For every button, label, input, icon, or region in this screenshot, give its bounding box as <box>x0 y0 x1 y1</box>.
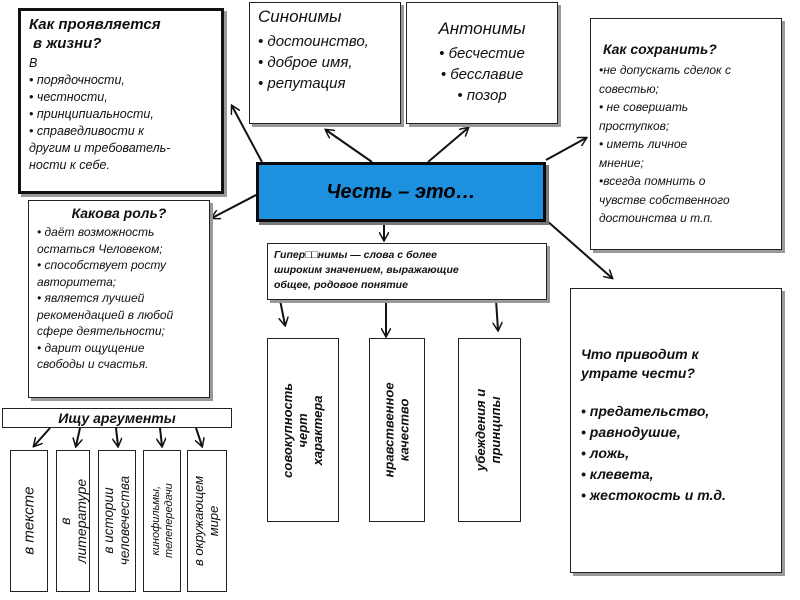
arrow-args-4 <box>160 427 162 446</box>
hyperonym-item: нравственное качество <box>369 338 425 522</box>
loss-item: • ложь, <box>581 445 630 461</box>
argument-source-cell: в тексте <box>10 450 48 592</box>
argument-source-cell: в литературе <box>56 450 90 592</box>
arrow-to-antonyms <box>427 128 468 163</box>
center-title: Честь – это… <box>326 180 476 203</box>
arrow-args-1 <box>34 427 51 446</box>
loss-item: • жестокость и т.д. <box>581 487 726 503</box>
role-title: Какова роль? <box>71 205 167 221</box>
arrow-args-5 <box>196 427 202 446</box>
loss-list: • предательство, • равнодушие, • ложь, •… <box>581 401 771 506</box>
arrow-hyper-1 <box>280 299 285 325</box>
synonym-item: • доброе имя, <box>258 54 353 71</box>
loss-item: • предательство, <box>581 403 710 419</box>
antonym-item: • бесславие <box>440 66 524 83</box>
argument-source-cell: кинофильмы, телепередачи <box>143 450 181 592</box>
antonym-item: • позор <box>457 87 507 104</box>
keep-body: •не допускать сделок с совестью; • не со… <box>599 63 732 225</box>
hyperonym-item: совокупность черт характера <box>267 338 339 522</box>
hyperonym-box: Гипер□□нимы — слова с более широким знач… <box>267 243 547 300</box>
synonym-item: • достоинство, <box>258 33 369 50</box>
hyperonym-text: Гипер□□нимы — слова с более широким знач… <box>274 249 459 291</box>
life-item: • справедливости к <box>29 124 145 138</box>
hyperonym-item: убеждения и принципы <box>458 338 521 522</box>
arguments-header: Ищу аргументы <box>2 408 232 428</box>
synonyms-title: Синонимы <box>258 7 342 26</box>
arrow-hyper-3 <box>496 299 498 330</box>
arrow-to-role <box>212 193 259 218</box>
arrow-to-synonyms <box>326 130 373 163</box>
role-body: • даёт возможность остаться Человеком; •… <box>37 225 174 371</box>
center-concept: Честь – это… <box>256 162 546 222</box>
loss-item: • клевета, <box>581 466 654 482</box>
role-box: Какова роль? • даёт возможность остаться… <box>28 200 210 398</box>
life-item: • честности, <box>29 90 108 104</box>
synonyms-box: Синонимы • достоинство, • доброе имя, • … <box>249 2 401 124</box>
loss-item: • равнодушие, <box>581 424 681 440</box>
synonym-item: • репутация <box>258 75 346 92</box>
life-item: • порядочности, <box>29 73 125 87</box>
life-item: • принципиальности, <box>29 107 154 121</box>
argument-source-cell: в истории человечества <box>98 450 136 592</box>
loss-box: Что приводит к утрате чести? • предатель… <box>570 288 782 573</box>
life-title: Как проявляется в жизни? <box>29 16 161 52</box>
keep-box: Как сохранить? •не допускать сделок с со… <box>590 18 782 250</box>
life-box: Как проявляется в жизни? В • порядочност… <box>18 8 224 194</box>
antonyms-box: Антонимы • бесчестие • бесславие • позор <box>406 2 558 124</box>
antonym-item: • бесчестие <box>439 45 525 62</box>
life-body: В • порядочности, • честности, • принцип… <box>29 55 213 174</box>
antonyms-title: Антонимы <box>438 19 526 38</box>
keep-title: Как сохранить? <box>603 41 717 57</box>
arrow-args-3 <box>116 427 118 446</box>
arrow-args-2 <box>76 427 80 446</box>
argument-source-cell: в окружающем мире <box>187 450 227 592</box>
arrow-to-keep <box>545 138 586 161</box>
loss-title: Что приводит к утрате чести? <box>581 346 699 381</box>
